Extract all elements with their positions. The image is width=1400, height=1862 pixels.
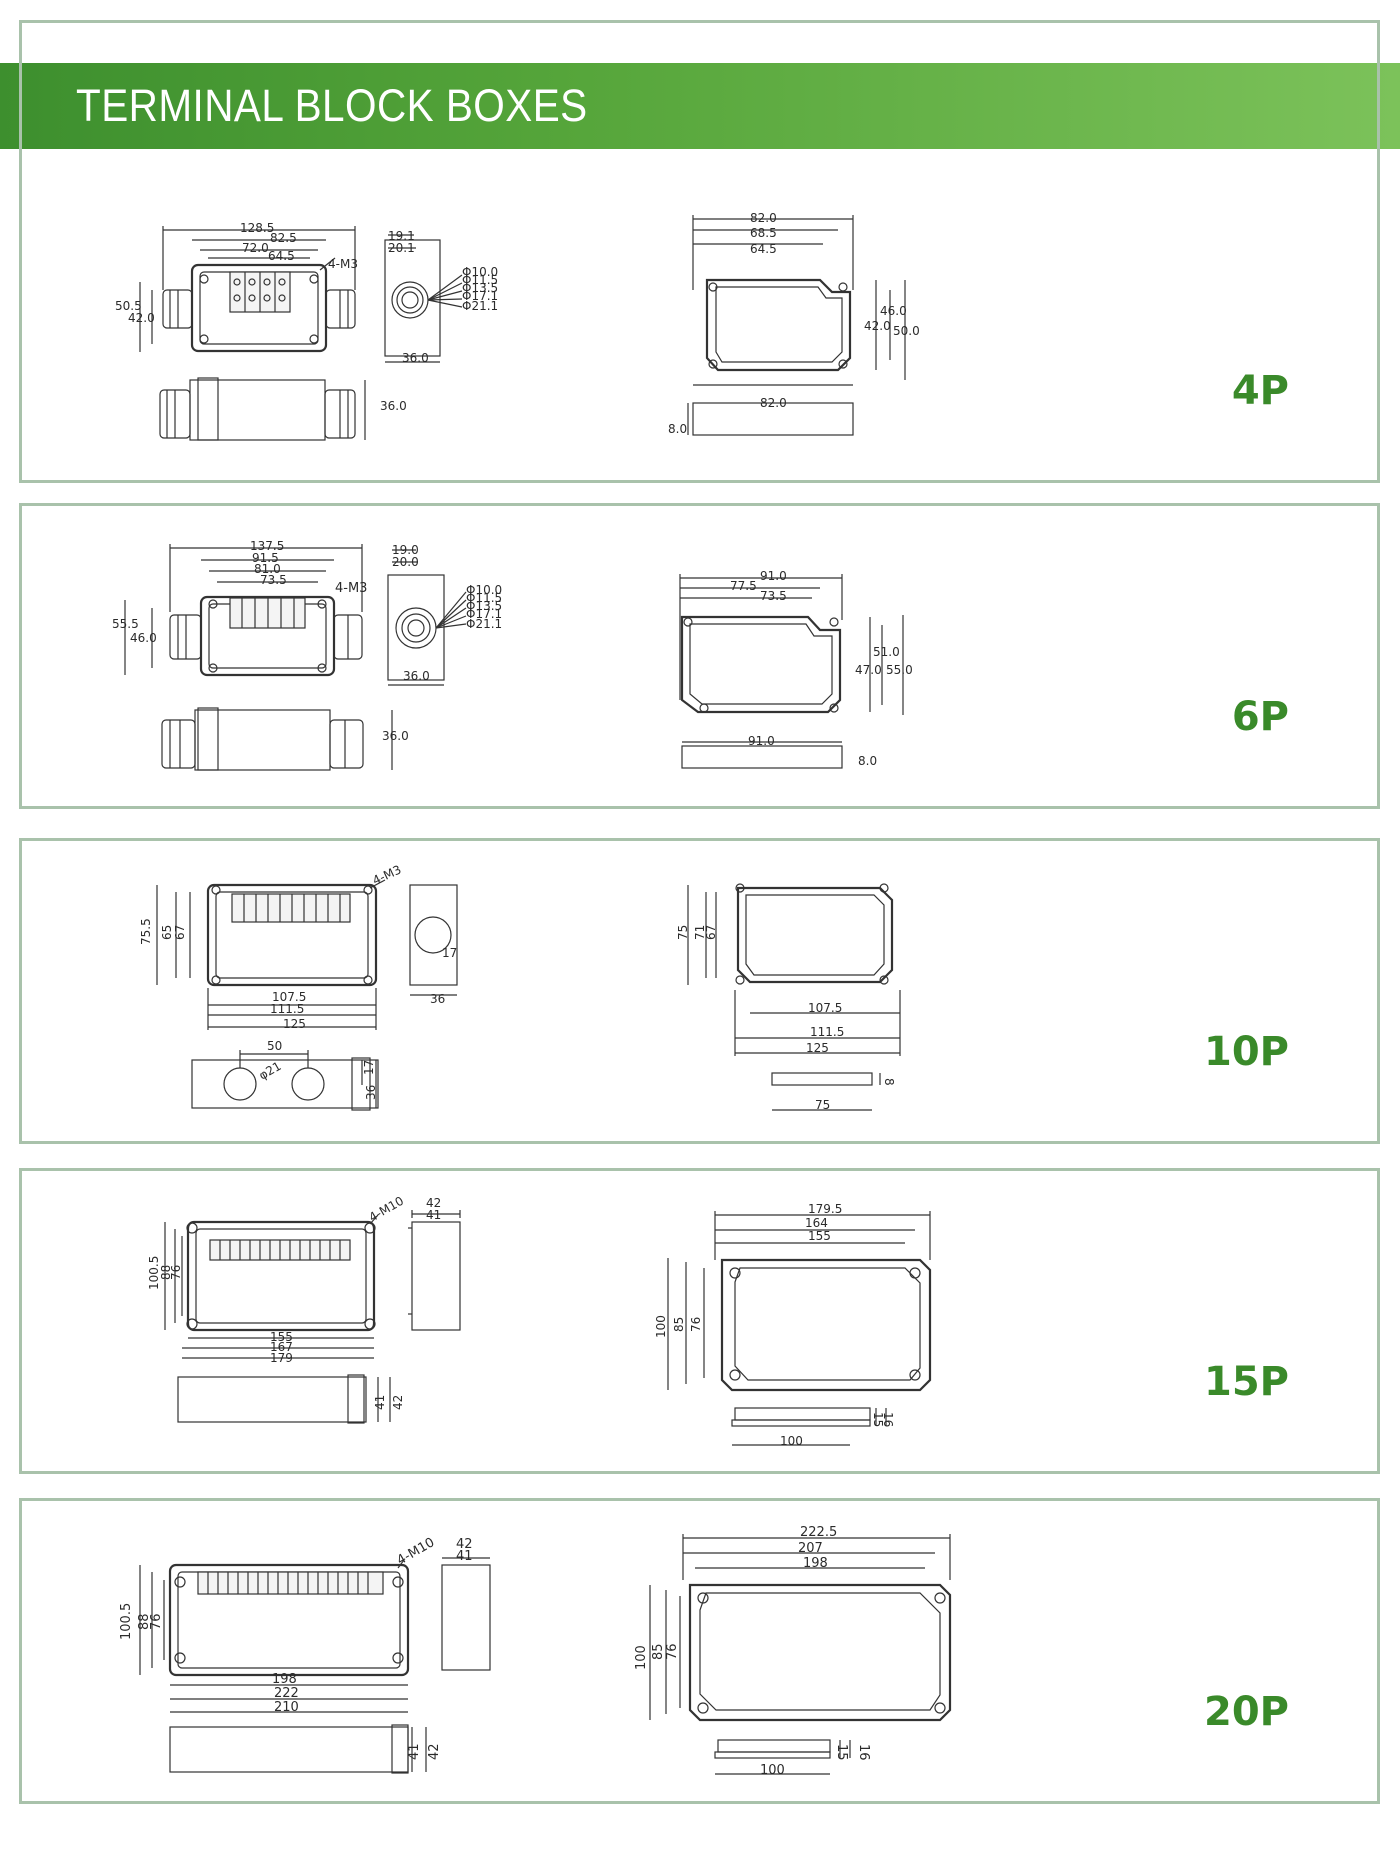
- panel-20p: 20P: [19, 1498, 1380, 1804]
- page-title: TERMINAL BLOCK BOXES: [76, 80, 588, 131]
- panel-6p: 6P: [19, 503, 1380, 809]
- model-label: 6P: [1231, 694, 1289, 740]
- model-label: 4P: [1231, 368, 1289, 414]
- panel-4p: 4P: [19, 20, 1380, 483]
- header-banner: [0, 63, 1400, 149]
- model-label: 15P: [1204, 1359, 1289, 1405]
- panel-15p: 15P: [19, 1168, 1380, 1474]
- model-label: 10P: [1204, 1029, 1289, 1075]
- panel-10p: 10P: [19, 838, 1380, 1144]
- model-label: 20P: [1204, 1689, 1289, 1735]
